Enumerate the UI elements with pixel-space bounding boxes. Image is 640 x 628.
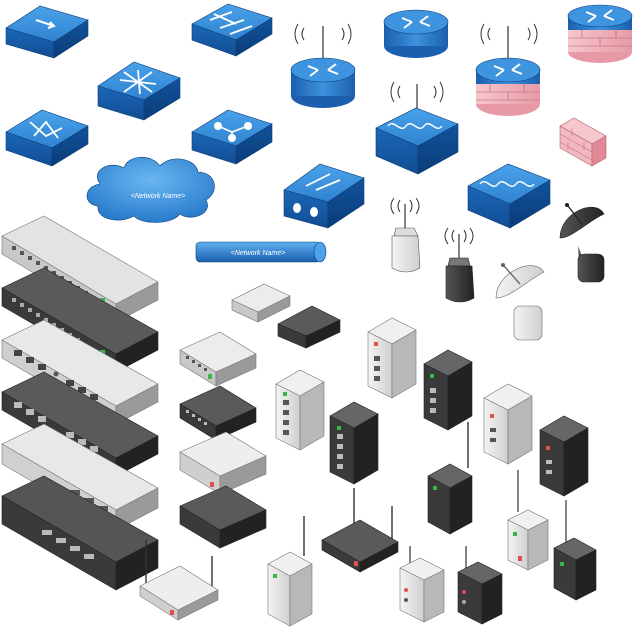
access-point-icon [375,81,459,175]
modem-icon [399,546,445,623]
firewall-router-icon [475,23,541,116]
hub-icon [179,431,267,495]
wall-firewall-icon [559,117,607,167]
wireless-router-icon [139,540,219,621]
access-point-icon [390,197,421,273]
pipe-label: <Network Name> [231,250,285,257]
tower-server-icon [329,401,379,485]
modem-icon [457,546,503,625]
workgroup-switch-icon [5,5,89,59]
hub-icon [231,283,291,323]
content-switch-icon [5,109,89,167]
cloud-label: <Network Name> [131,193,185,200]
wireless-router-icon [321,488,399,573]
tower-server-icon [483,383,533,465]
hub-icon [179,485,267,549]
tower-server-icon [539,415,589,497]
hub-icon [179,331,257,387]
router-icon [383,9,449,58]
tower-server-icon [367,317,417,399]
access-point-icon [444,227,475,303]
tower-server-icon [275,369,325,451]
access-point-icon [467,163,551,229]
satellite-dish-icon [559,203,605,283]
rack-server-icon [1,475,159,591]
access-point-icon [553,500,597,601]
atm-switch-icon [97,61,181,121]
access-point-icon [507,470,549,571]
layer3-switch-icon [191,3,273,57]
network-cloud: <Network Name> [86,156,215,223]
hub-icon [179,385,257,441]
wireless-router-icon [267,516,313,627]
bridge-icon [191,109,273,165]
isdn-switch-icon [283,163,365,229]
satellite-dish-icon [495,263,545,341]
wireless-router-icon [290,23,356,108]
wireless-router-icon [427,422,473,535]
modem-icon [277,305,341,349]
network-pipe: <Network Name> [195,241,327,263]
tower-server-icon [423,349,473,431]
firewall-router-icon [567,4,633,63]
